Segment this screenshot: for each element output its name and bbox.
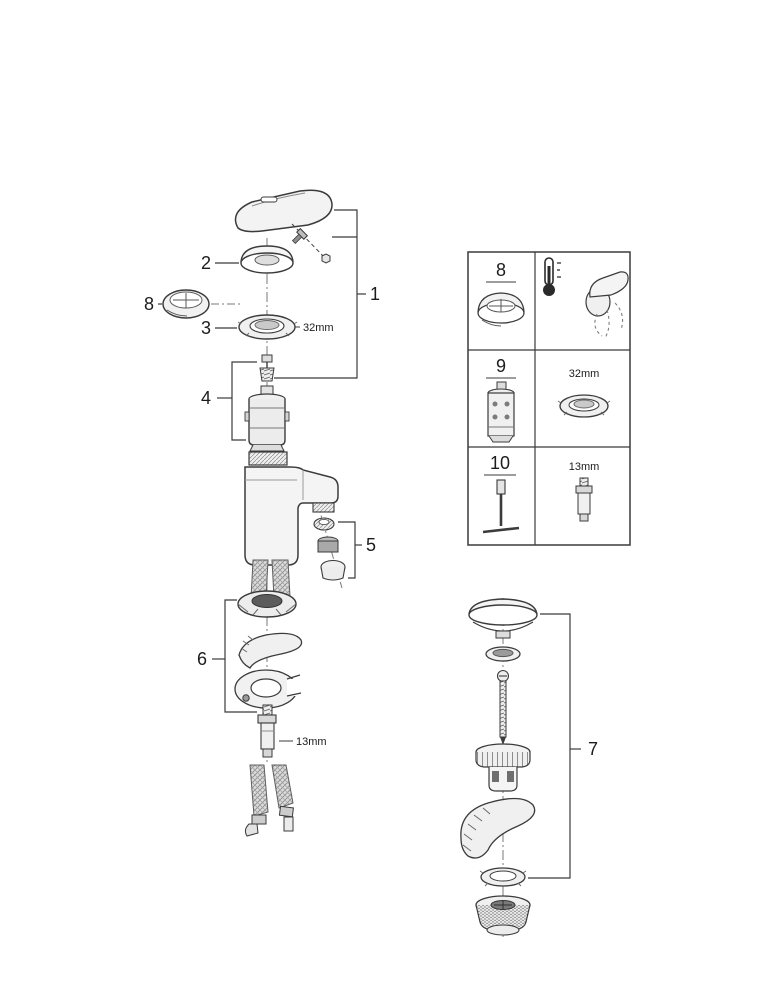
callout-3-label: 3 bbox=[201, 318, 211, 338]
callout-7: 7 bbox=[528, 613, 598, 879]
drain-plug bbox=[468, 598, 538, 639]
callout-4-label: 4 bbox=[201, 388, 211, 408]
table-cartridge-drawing bbox=[487, 381, 515, 443]
callout-5: 5 bbox=[338, 521, 376, 579]
callout-4: 4 bbox=[201, 361, 257, 441]
cartridge-screw bbox=[259, 354, 275, 382]
callout-6-label: 6 bbox=[197, 649, 207, 669]
supply-hoses-lower bbox=[244, 764, 294, 837]
table-number-10: 10 bbox=[490, 453, 510, 473]
cap-dome bbox=[240, 245, 294, 274]
callout-1: 1 bbox=[274, 209, 380, 379]
table-ring-drawing bbox=[557, 394, 611, 418]
callout-8-main: 8 bbox=[144, 294, 162, 314]
supply-hoses-upper bbox=[250, 559, 291, 601]
mounting-bracket bbox=[234, 669, 309, 709]
drain-flange bbox=[475, 743, 531, 792]
callout-8-label: 8 bbox=[144, 294, 154, 314]
dim-13mm-main: 13mm bbox=[296, 736, 327, 748]
table-cap-drawing bbox=[477, 292, 525, 327]
table-tool-drawing bbox=[482, 479, 520, 534]
table-row-9: 9 32mm bbox=[486, 356, 611, 443]
table-dim-13mm: 13mm bbox=[569, 461, 600, 473]
handle-screw bbox=[291, 223, 331, 264]
wedge-spacer bbox=[238, 632, 303, 669]
handle-lever bbox=[234, 189, 333, 233]
callout-7-label: 7 bbox=[588, 739, 598, 759]
thermometer-icon bbox=[543, 257, 561, 296]
callout-3: 3 bbox=[201, 318, 237, 338]
drain-strainer bbox=[475, 895, 531, 936]
aerator-parts bbox=[313, 517, 346, 581]
table-row-8: 8 bbox=[477, 257, 629, 339]
dim-32mm-main: 32mm bbox=[303, 322, 334, 334]
table-row-10: 10 13mm bbox=[482, 453, 600, 534]
callout-5-label: 5 bbox=[366, 535, 376, 555]
faucet-body bbox=[244, 451, 339, 566]
cap-part-8 bbox=[162, 289, 210, 319]
callout-2: 2 bbox=[201, 253, 239, 273]
table-number-8: 8 bbox=[496, 260, 506, 280]
table-number-9: 9 bbox=[496, 356, 506, 376]
callout-1-label: 1 bbox=[370, 284, 380, 304]
cartridge bbox=[244, 385, 290, 452]
drain-ring bbox=[479, 867, 527, 887]
aerator-housing bbox=[312, 502, 335, 513]
seal-ring-32mm bbox=[237, 314, 298, 340]
callout-6: 6 bbox=[197, 599, 257, 713]
table-dim-32mm: 32mm bbox=[569, 368, 600, 380]
drain-oring bbox=[485, 646, 521, 662]
check-valve-13mm bbox=[257, 704, 277, 758]
drain-screw bbox=[496, 669, 510, 745]
drain-wedge bbox=[460, 797, 536, 859]
handle-screw-nut bbox=[321, 253, 331, 264]
table-valve-drawing bbox=[575, 477, 593, 522]
table-handle-drawing bbox=[585, 271, 629, 339]
mounting-nut bbox=[237, 590, 297, 618]
callout-2-label: 2 bbox=[201, 253, 211, 273]
